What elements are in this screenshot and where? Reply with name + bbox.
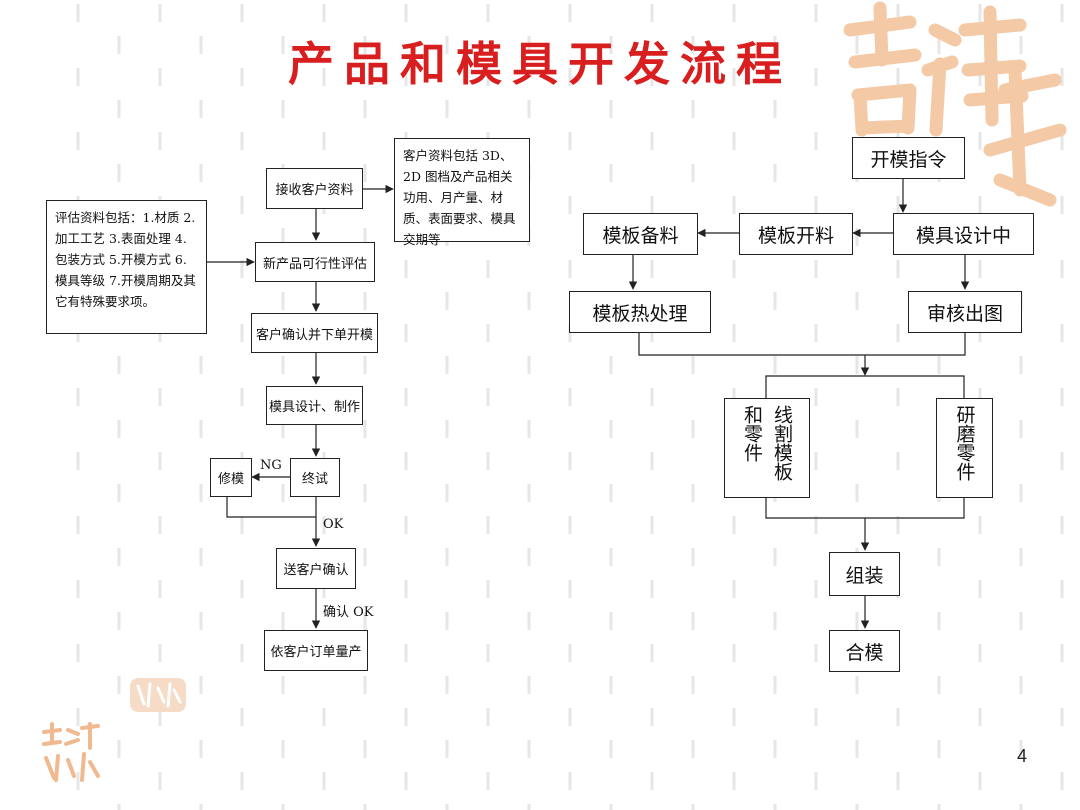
mold-order-label: 开模指令 <box>870 148 947 171</box>
mass-production-label: 依客户订单量产 <box>270 645 362 660</box>
customer-data-note-text: 客户资料包括 3D、2D 图档及产品相关功用、月产量、材质、表面要求、模具交期等 <box>403 148 516 247</box>
evaluation-note-text: 评估资料包括：1.材质 2.加工工艺 3.表面处理 4.包装方式 5.开模方式 … <box>55 210 196 309</box>
watermark-seal-top <box>843 1 1067 207</box>
feasibility-label: 新产品可行性评估 <box>262 256 367 272</box>
watermark-seal-small <box>130 678 186 712</box>
mold-design-make-node: 模具设计、制作 <box>266 386 363 425</box>
mold-close-label: 合模 <box>845 641 884 664</box>
customer-confirm-order-node: 客户确认并下单开模 <box>251 313 378 353</box>
review-drawing-node: 审核出图 <box>908 291 1022 333</box>
plate-prep-label: 模板备料 <box>602 224 679 247</box>
mold-designing-node: 模具设计中 <box>893 213 1034 255</box>
plate-cutting-label: 模板开料 <box>757 224 834 247</box>
confirm-ok-label: 确认 OK <box>323 605 374 620</box>
ok-label: OK <box>323 517 344 532</box>
customer-data-note: 客户资料包括 3D、2D 图档及产品相关功用、月产量、材质、表面要求、模具交期等 <box>394 138 530 247</box>
plate-cutting-node: 模板开料 <box>739 213 853 255</box>
page-title: 产品和模具开发流程 <box>288 37 792 91</box>
trial-label: 终试 <box>301 472 328 487</box>
confirm-order-label: 客户确认并下单开模 <box>255 327 373 343</box>
heat-treat-label: 模板热处理 <box>592 302 688 325</box>
evaluation-data-note: 评估资料包括：1.材质 2.加工工艺 3.表面处理 4.包装方式 5.开模方式 … <box>46 200 207 334</box>
designing-label: 模具设计中 <box>915 224 1011 247</box>
assembly-label: 组装 <box>845 564 884 587</box>
receive-label: 接收客户资料 <box>275 183 354 198</box>
send-confirm-label: 送客户确认 <box>283 563 349 578</box>
send-customer-confirm-node: 送客户确认 <box>276 548 356 589</box>
plate-heat-treatment-node: 模板热处理 <box>569 291 711 333</box>
wire-cut-node: 线割模板和零件 <box>724 398 810 498</box>
ng-label: NG <box>260 458 282 473</box>
feasibility-evaluation-node: 新产品可行性评估 <box>255 242 375 282</box>
grinding-node: 研磨零件 <box>936 398 993 498</box>
receive-customer-data-node: 接收客户资料 <box>266 168 363 209</box>
mass-production-node: 依客户订单量产 <box>264 630 368 671</box>
final-trial-node: 终试 <box>290 458 340 497</box>
review-label: 审核出图 <box>926 302 1003 325</box>
repair-label: 修模 <box>217 472 244 487</box>
plate-preparation-node: 模板备料 <box>583 213 698 255</box>
mold-close-node: 合模 <box>829 630 900 672</box>
grinding-label: 研磨零件 <box>953 405 976 481</box>
repair-mold-node: 修模 <box>210 458 252 497</box>
page-number: 4 <box>1017 746 1028 766</box>
assembly-node: 组装 <box>829 552 900 596</box>
watermark-seal-logo <box>42 722 100 782</box>
wire-cut-label: 线割模板和零件 <box>741 405 793 481</box>
design-make-label: 模具设计、制作 <box>268 400 360 415</box>
mold-order-node: 开模指令 <box>852 137 965 179</box>
